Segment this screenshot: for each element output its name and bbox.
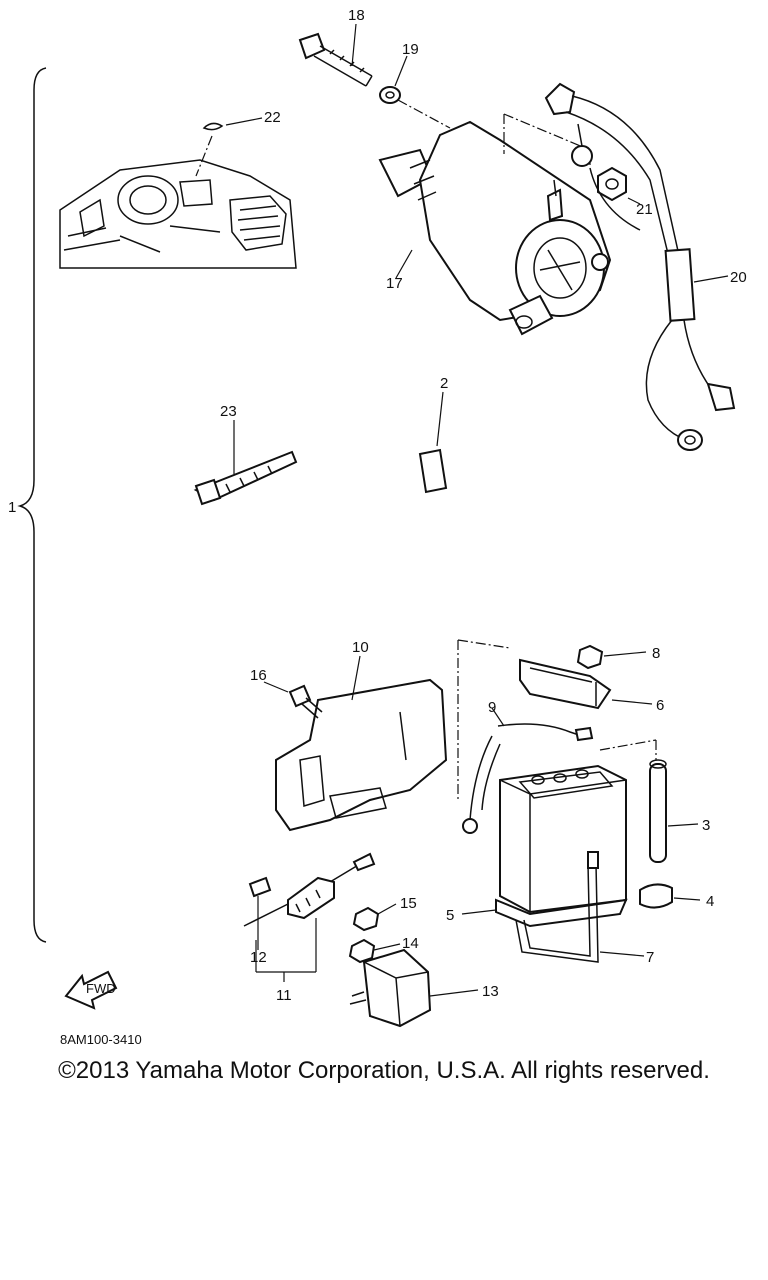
callout-21: 21 <box>636 201 653 218</box>
callout-11: 11 <box>276 987 292 1004</box>
callout-10: 10 <box>352 639 369 656</box>
callout-20: 20 <box>730 269 747 286</box>
tube-part-3 <box>649 759 667 863</box>
callout-17: 17 <box>386 275 403 292</box>
callout-18: 18 <box>348 7 365 24</box>
diagram-reference-code: 8AM100-3410 <box>60 1032 142 1047</box>
callout-2: 2 <box>440 375 448 392</box>
relay-part-13 <box>349 948 432 1028</box>
fuse-part-12 <box>248 876 272 898</box>
engine-block-sketch <box>59 159 297 269</box>
assembly-bracket <box>17 67 47 943</box>
strap-part-7 <box>515 851 599 963</box>
clip-part-22 <box>202 122 224 131</box>
cap-part-4 <box>639 883 673 909</box>
svg-text:FWD: FWD <box>86 981 116 996</box>
callout-12: 12 <box>250 949 267 966</box>
pad-part-2 <box>418 448 448 494</box>
fwd-arrow-icon: FWD <box>64 970 118 1010</box>
callout-1: 1 <box>8 499 16 516</box>
washer-part-19 <box>379 86 401 104</box>
callout-14: 14 <box>402 935 419 952</box>
callout-5: 5 <box>446 907 454 924</box>
battery-cable-part-9 <box>462 723 594 834</box>
callout-7: 7 <box>646 949 654 966</box>
battery <box>499 764 627 914</box>
callout-16: 16 <box>250 667 267 684</box>
callout-9: 9 <box>488 699 496 716</box>
callout-3: 3 <box>702 817 710 834</box>
cable-part-20 <box>544 82 736 451</box>
starter-motor-part-17 <box>378 120 612 336</box>
callout-19: 19 <box>402 41 419 58</box>
bracket-part-6 <box>519 658 612 710</box>
copyright-notice: ©2013 Yamaha Motor Corporation, U.S.A. A… <box>58 1057 710 1084</box>
bolt-part-16 <box>288 684 323 719</box>
fuse-holder-part-11 <box>243 852 376 927</box>
nut-part-15 <box>352 906 380 932</box>
callout-23: 23 <box>220 403 237 420</box>
nut-part-8 <box>576 644 604 670</box>
bolt-part-18 <box>298 32 373 87</box>
cover-part-10 <box>275 678 448 832</box>
callout-15: 15 <box>400 895 417 912</box>
callout-13: 13 <box>482 983 499 1000</box>
nut-part-14 <box>348 938 376 964</box>
parts-diagram: FWD 1 2 3 4 5 6 7 8 9 10 11 12 13 14 15 … <box>8 7 747 1047</box>
callout-4: 4 <box>706 893 714 910</box>
callout-6: 6 <box>656 697 664 714</box>
callout-22: 22 <box>264 109 281 126</box>
pad-part-5 <box>495 898 628 928</box>
callout-8: 8 <box>652 645 660 662</box>
nut-part-21 <box>597 166 627 202</box>
cable-tie-part-23 <box>193 450 298 506</box>
callout-labels: 1 2 3 4 5 6 7 8 9 10 11 12 13 14 15 16 1… <box>8 7 747 1004</box>
